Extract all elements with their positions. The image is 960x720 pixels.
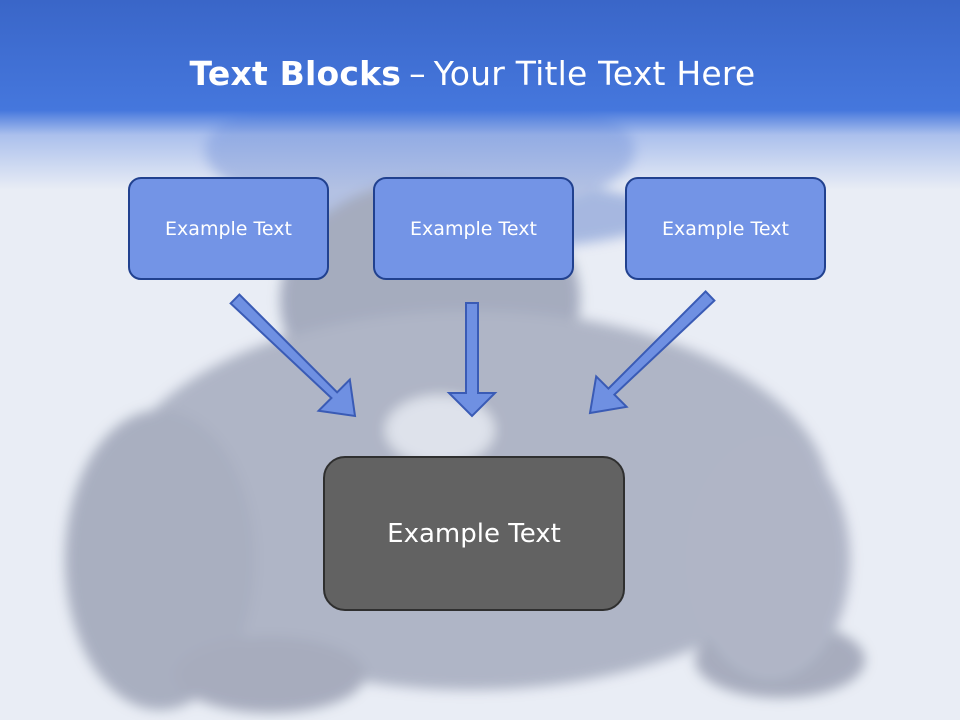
down-arrow-icon (446, 302, 498, 418)
target-block-label: Example Text (387, 518, 561, 549)
title-separator: – (409, 54, 426, 93)
title-bold: Text Blocks (189, 54, 402, 93)
down-left-arrow-icon (588, 289, 716, 415)
text-block-3[interactable]: Example Text (625, 177, 826, 280)
text-block-1[interactable]: Example Text (128, 177, 329, 280)
target-block[interactable]: Example Text (323, 456, 625, 611)
header-band (0, 0, 960, 190)
slide-title: Text Blocks–Your Title Text Here (0, 54, 945, 93)
text-block-2-label: Example Text (410, 217, 537, 240)
title-rest: Your Title Text Here (433, 54, 756, 93)
text-block-2[interactable]: Example Text (373, 177, 574, 280)
down-right-arrow-icon (229, 293, 357, 418)
text-block-3-label: Example Text (662, 217, 789, 240)
text-block-1-label: Example Text (165, 217, 292, 240)
